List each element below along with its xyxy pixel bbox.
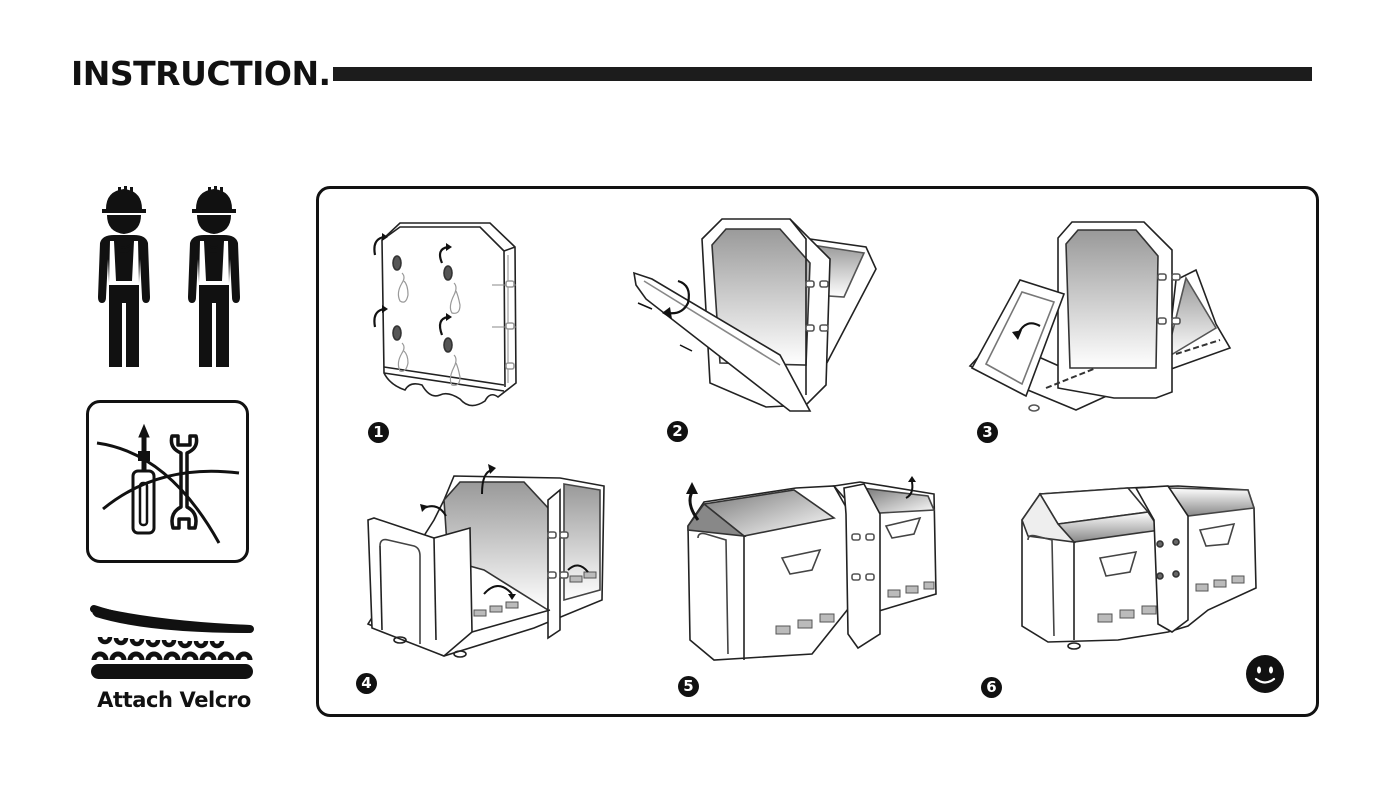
step-3-number: 3 xyxy=(977,422,998,443)
velcro-icon xyxy=(88,603,258,683)
step-3-lower-front-panel-illustration xyxy=(966,218,1236,422)
step-6-number: 6 xyxy=(981,677,1002,698)
step-5-close-roof-illustration xyxy=(684,474,944,668)
velcro-label: Attach Velcro xyxy=(97,688,251,712)
step-1-number: 1 xyxy=(368,422,389,443)
title-rule xyxy=(333,67,1312,81)
step-2-number: 2 xyxy=(667,421,688,442)
step-6-completed-unit-illustration xyxy=(1018,480,1258,654)
step-4-raise-walls-illustration xyxy=(364,460,614,664)
step-1-unfold-panel-illustration xyxy=(370,215,530,419)
instruction-steps-panel xyxy=(316,186,1319,717)
step-4-number: 4 xyxy=(356,673,377,694)
step-2-open-side-illustration xyxy=(630,215,880,419)
step-5-number: 5 xyxy=(678,676,699,697)
smiley-icon xyxy=(1246,655,1284,693)
no-tools-required-icon xyxy=(86,400,249,563)
two-workers-hardhat-icon xyxy=(84,185,256,370)
page-title: INSTRUCTION. xyxy=(71,54,331,93)
